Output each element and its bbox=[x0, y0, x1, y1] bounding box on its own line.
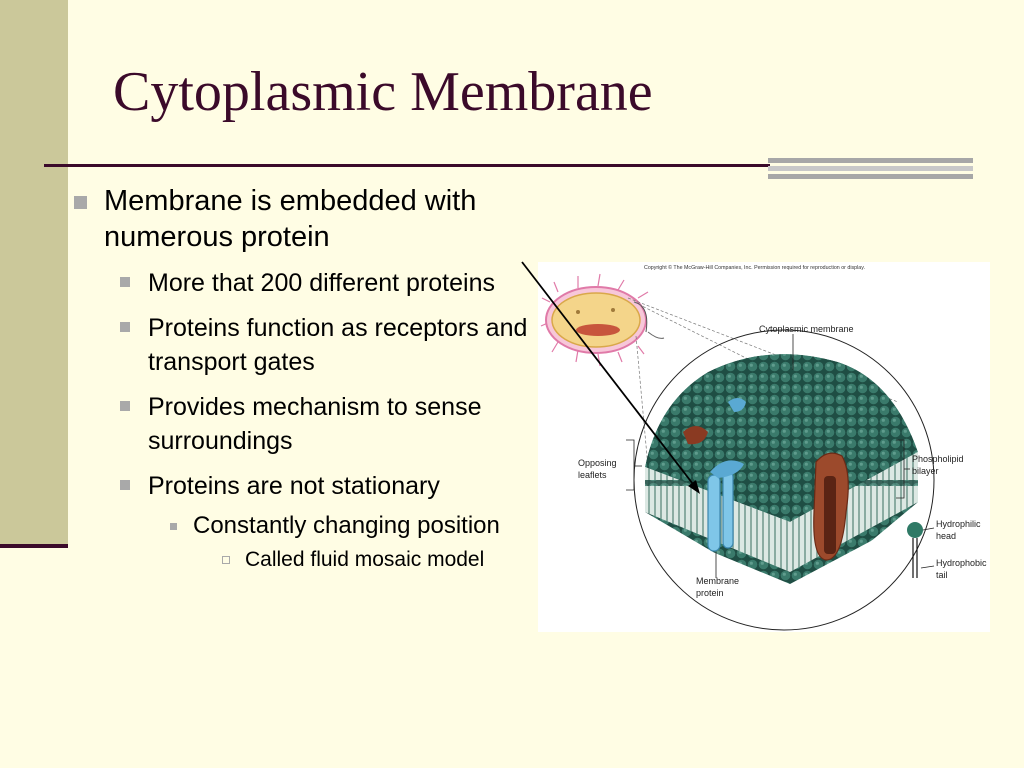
label-hydrophobic: Hydrophobic bbox=[936, 558, 987, 568]
membrane-figure: Copyright © The McGraw-Hill Companies, I… bbox=[538, 262, 990, 632]
sub-bullet-item: Proteins are not stationary bbox=[68, 469, 538, 503]
hollow-square-bullet-icon bbox=[222, 556, 230, 564]
title-rule bbox=[44, 164, 770, 167]
copyright-note: Copyright © The McGraw-Hill Companies, I… bbox=[644, 264, 865, 271]
bullet-list: Membrane is embedded with numerous prote… bbox=[68, 183, 538, 574]
bullet-text: Proteins function as receptors and trans… bbox=[148, 314, 528, 376]
bullet-item: Membrane is embedded with numerous prote… bbox=[68, 183, 538, 255]
label-hydrophilic: Hydrophilic bbox=[936, 519, 981, 529]
square-bullet-icon bbox=[120, 401, 130, 411]
bullet-text: More that 200 different proteins bbox=[148, 269, 495, 297]
bacterial-cell-icon bbox=[540, 273, 665, 367]
square-bullet-icon bbox=[170, 523, 177, 530]
square-bullet-icon bbox=[120, 322, 130, 332]
bullet-text: Constantly changing position bbox=[193, 512, 500, 539]
bullet-text: Membrane is embedded with numerous prote… bbox=[104, 185, 477, 253]
label-phospholipid: Phospholipid bbox=[912, 454, 964, 464]
bullet-text: Provides mechanism to sense surroundings bbox=[148, 393, 482, 455]
slide-title: Cytoplasmic Membrane bbox=[113, 61, 653, 123]
sub-sub-bullet-item: Constantly changing position bbox=[68, 510, 538, 542]
sub-bullet-item: Provides mechanism to sense surroundings bbox=[68, 390, 538, 458]
square-bullet-icon bbox=[120, 277, 130, 287]
label-head: head bbox=[936, 531, 956, 541]
square-bullet-icon bbox=[120, 480, 130, 490]
decorative-bars bbox=[768, 158, 973, 179]
label-bilayer: bilayer bbox=[912, 466, 939, 476]
label-cytoplasmic-membrane: Cytoplasmic membrane bbox=[759, 324, 854, 334]
phospholipid-bilayer-block bbox=[645, 354, 918, 584]
bullet-text: Proteins are not stationary bbox=[148, 472, 440, 500]
membrane-diagram: Copyright © The McGraw-Hill Companies, I… bbox=[540, 264, 987, 631]
square-bullet-icon bbox=[74, 196, 87, 209]
label-opposing: Opposing bbox=[578, 458, 617, 468]
label-protein: protein bbox=[696, 588, 724, 598]
sub-bullet-item: More that 200 different proteins bbox=[68, 266, 538, 300]
sub-bullet-item: Proteins function as receptors and trans… bbox=[68, 311, 538, 379]
left-accent-rule bbox=[0, 544, 68, 548]
label-leaflets: leaflets bbox=[578, 470, 607, 480]
sub-sub-sub-bullet-item: Called fluid mosaic model bbox=[68, 546, 538, 574]
label-membrane: Membrane bbox=[696, 576, 739, 586]
label-tail: tail bbox=[936, 570, 948, 580]
left-accent-bar bbox=[0, 0, 68, 545]
bullet-text: Called fluid mosaic model bbox=[245, 548, 485, 571]
